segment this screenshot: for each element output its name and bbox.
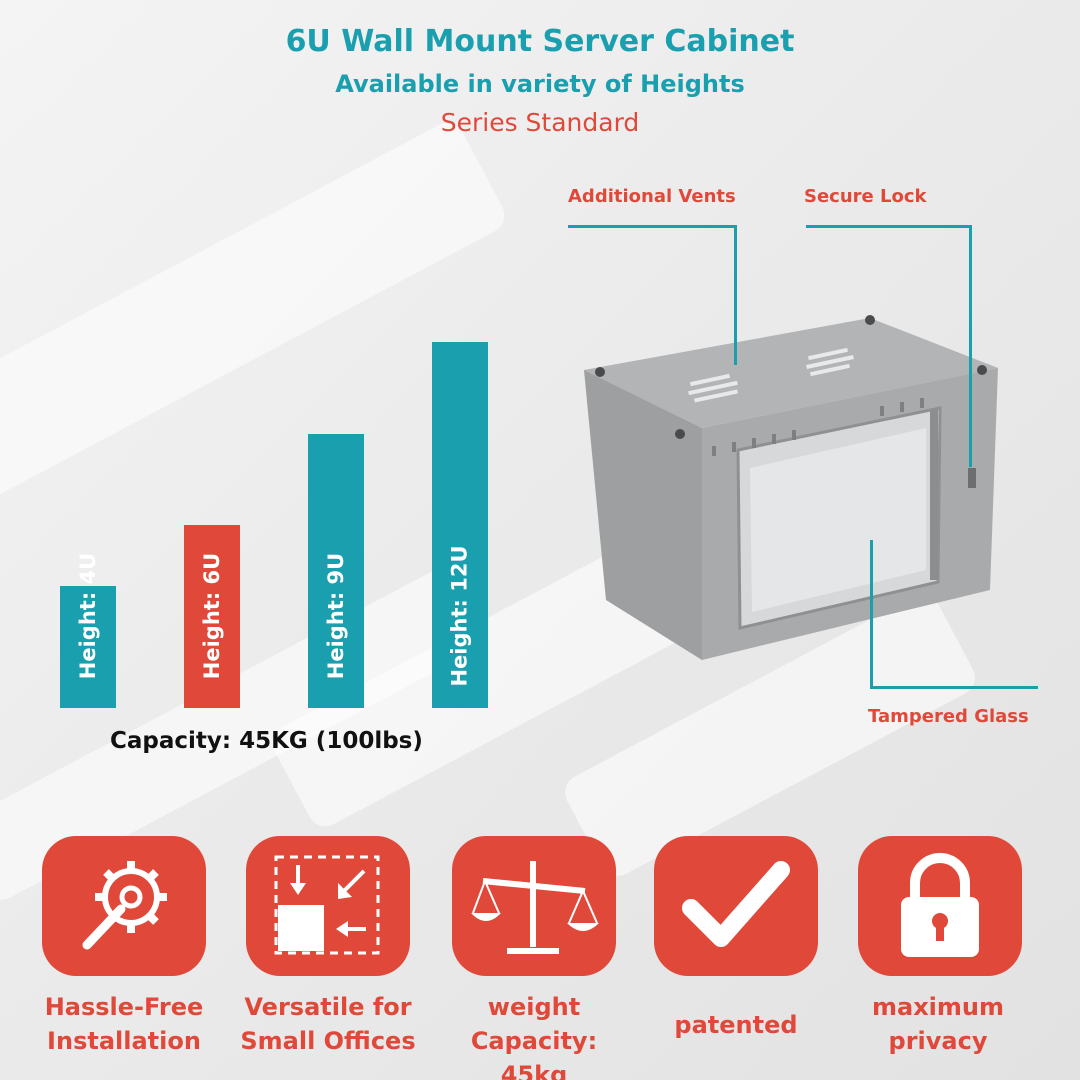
- callout-additional-vents: Additional Vents: [568, 186, 736, 207]
- feature-weight-tile: [452, 836, 616, 976]
- padlock-icon: [901, 853, 979, 957]
- feature-label-weight: weight Capacity: 45kg: [434, 990, 634, 1080]
- feature-label-line: patented: [674, 1011, 798, 1039]
- callout-line: [734, 225, 737, 365]
- page-subtitle: Available in variety of Heights: [335, 70, 745, 98]
- server-cabinet-image: [584, 315, 998, 660]
- page-title: 6U Wall Mount Server Cabinet: [285, 24, 795, 59]
- height-bar-label: Height: 9U: [324, 552, 349, 680]
- callout-line: [870, 686, 1038, 689]
- feature-label-line: Capacity: 45kg: [470, 1027, 598, 1080]
- gear-wrench-icon: [82, 861, 167, 950]
- feature-label-patented: patented: [636, 1008, 836, 1042]
- feature-label-line: Small Offices: [240, 1027, 416, 1055]
- series-label: Series Standard: [440, 108, 640, 137]
- callout-line: [568, 225, 736, 228]
- height-bar-label: Height: 4U: [76, 552, 101, 680]
- feature-label-privacy: maximum privacy: [838, 990, 1038, 1058]
- height-bar-label: Height: 6U: [200, 552, 225, 680]
- height-bar: Height: 4U: [60, 553, 116, 708]
- feature-versatile-tile: [246, 836, 410, 976]
- feature-privacy-tile: [858, 836, 1022, 976]
- feature-patented-tile: [654, 836, 818, 976]
- feature-label-line: maximum: [871, 993, 1004, 1021]
- height-bar: Height: 9U: [308, 433, 364, 708]
- feature-label-line: Hassle-Free: [44, 993, 204, 1021]
- callout-tampered-glass: Tampered Glass: [868, 706, 1029, 727]
- checkmark-icon: [682, 861, 790, 947]
- feature-label-line: privacy: [888, 1027, 988, 1055]
- feature-label-line: weight: [487, 993, 581, 1021]
- feature-label-versatile: Versatile for Small Offices: [228, 990, 428, 1058]
- height-bar-label: Height: 12U: [448, 545, 472, 687]
- feature-label-installation: Hassle-Free Installation: [24, 990, 224, 1058]
- feature-label-line: Installation: [47, 1027, 201, 1055]
- height-bar: Height: 6U: [184, 525, 240, 708]
- balance-scale-icon: [471, 861, 599, 954]
- compact-arrows-icon: [274, 855, 380, 955]
- callout-secure-lock: Secure Lock: [804, 186, 927, 207]
- capacity-label: Capacity: 45KG (100lbs): [110, 728, 423, 754]
- callout-line: [870, 540, 873, 688]
- callout-line: [969, 225, 972, 467]
- height-bar: Height: 12U: [432, 342, 488, 708]
- feature-hassle-free-tile: [42, 836, 206, 976]
- feature-label-line: Versatile for: [244, 993, 412, 1021]
- callout-line: [806, 225, 972, 228]
